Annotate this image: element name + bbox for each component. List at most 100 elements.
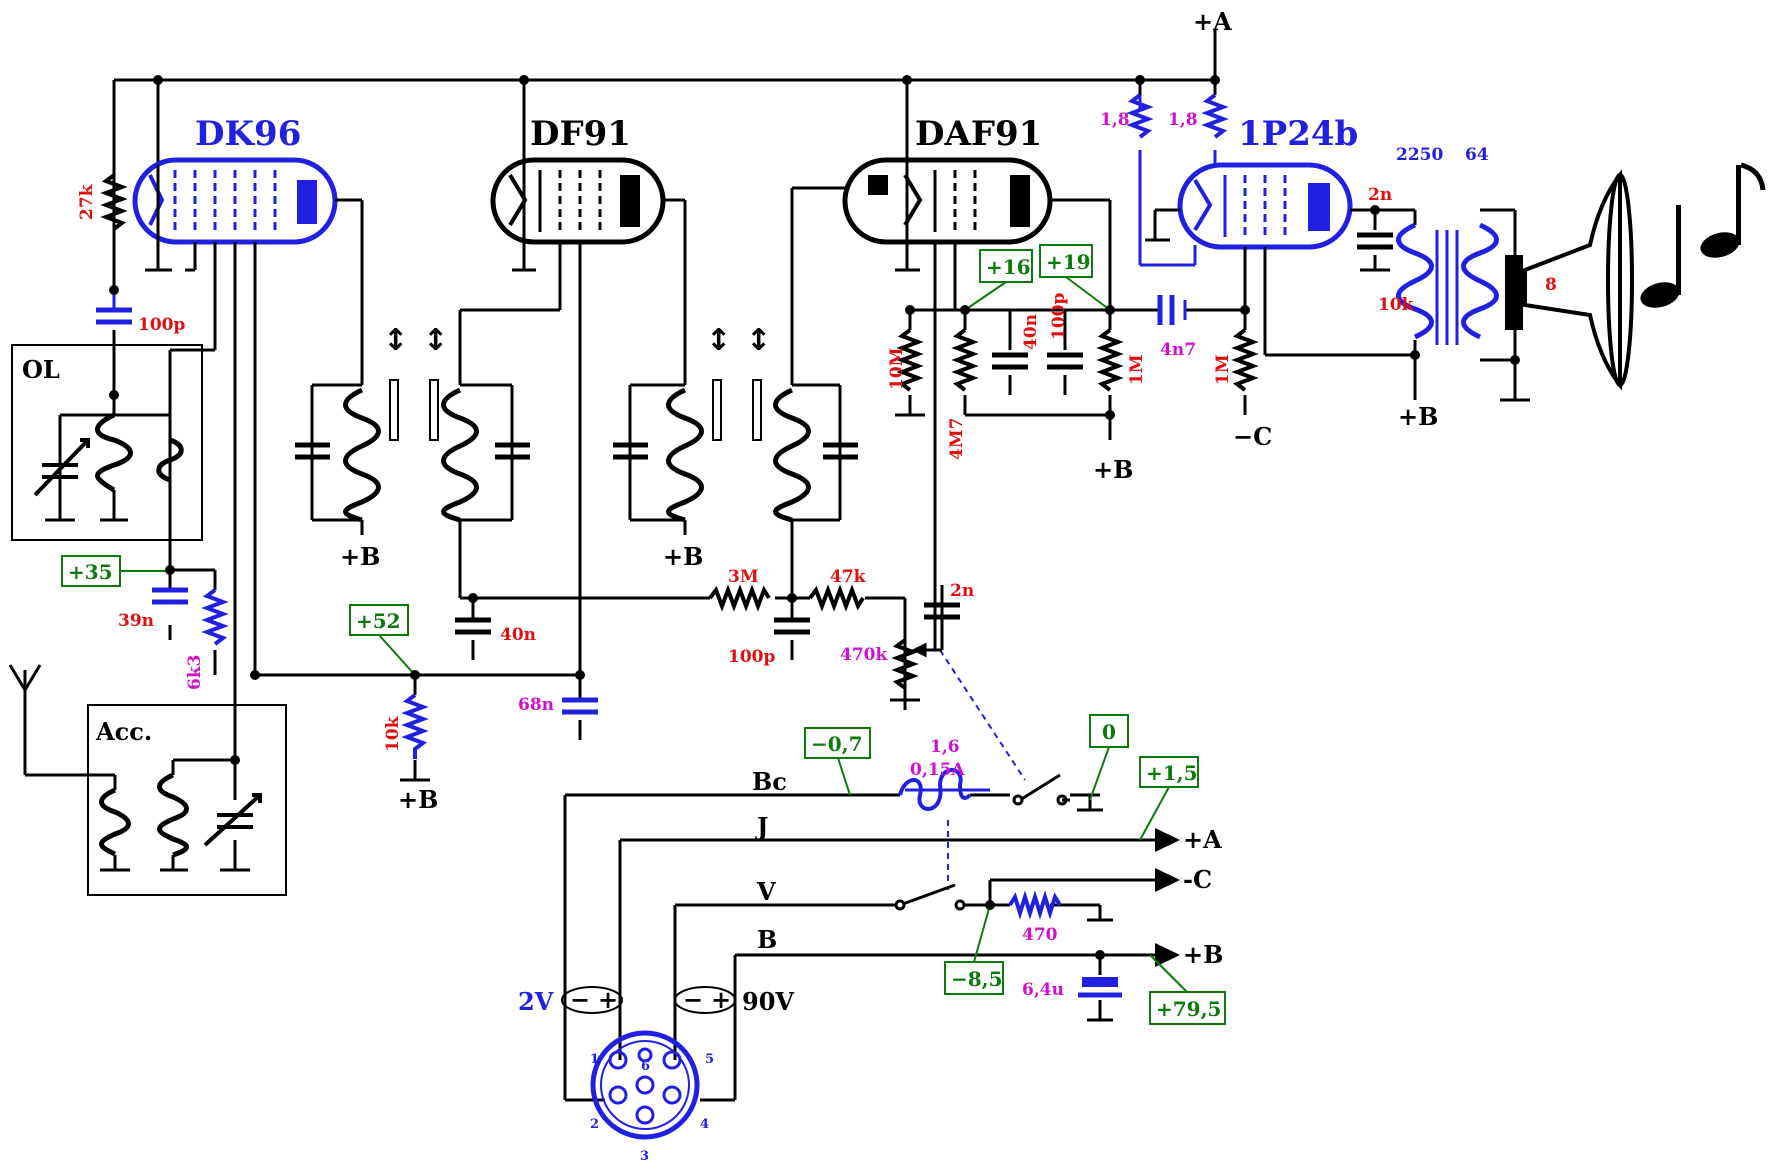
svg-text:4M7: 4M7 [947, 418, 967, 460]
svg-text:47k: 47k [830, 567, 867, 587]
acc-label: Acc. [95, 717, 152, 746]
voltage-minus0-7: −0,7 [811, 732, 863, 756]
svg-text:+B: +B [1093, 455, 1133, 484]
svg-text:1M: 1M [1127, 354, 1147, 385]
svg-text:1,8: 1,8 [1100, 110, 1130, 130]
svg-text:6,4u: 6,4u [1022, 980, 1064, 1000]
voltage-plus52: +52 [356, 609, 401, 633]
battery-90v-label: 90V [742, 987, 794, 1016]
component-labels: 27k 100p 39n 6k3 10k 40n 68n 3M 47k 100p… [77, 110, 1557, 1000]
ol-label: OL [22, 355, 60, 384]
tuning-arrows: ↕↕ ↕↕ [383, 323, 771, 358]
voltage-plus19: +19 [1046, 250, 1091, 274]
svg-text:0,15A: 0,15A [910, 760, 965, 780]
filament-coil [898, 768, 972, 811]
svg-text:100p: 100p [1049, 293, 1069, 340]
output-minus-c: -C [1183, 865, 1212, 894]
svg-text:2: 2 [590, 1117, 599, 1132]
daf91-label: DAF91 [915, 114, 1042, 154]
ol-box [11, 344, 203, 541]
output-plus-b: +B [1183, 940, 1223, 969]
svg-text:↕: ↕ [383, 323, 408, 358]
battery-connector-pins: 1 2 3 4 5 6 [590, 1052, 714, 1164]
rail-labels: +B +B +B +B +B −C +A -C +B [340, 402, 1438, 969]
svg-text:39n: 39n [118, 611, 154, 631]
svg-text:−C: −C [1233, 422, 1272, 451]
svg-text:V: V [756, 877, 776, 906]
dk96-tube [132, 157, 338, 245]
svg-text:470: 470 [1022, 925, 1058, 945]
svg-text:6: 6 [641, 1059, 650, 1074]
svg-text:B: B [757, 925, 777, 954]
wires [23, 165, 1530, 1102]
top-rail [112, 30, 1217, 170]
output-plus-a: +A [1183, 825, 1222, 854]
variable-capacitors [33, 438, 262, 847]
speaker-icon [1505, 169, 1634, 391]
svg-text:6k3: 6k3 [185, 655, 205, 690]
svg-text:+B: +B [1398, 402, 1438, 431]
coils [95, 387, 811, 858]
battery-2v-label: 2V [518, 987, 554, 1016]
power-switches [894, 773, 1070, 911]
1p24b-tube [1177, 162, 1353, 250]
svg-text:↕: ↕ [706, 323, 731, 358]
voltage-plus1-5: +1,5 [1146, 761, 1198, 785]
voltage-plus35: +35 [68, 560, 113, 584]
junction-dots-top [153, 75, 1220, 85]
dk96-label: DK96 [195, 114, 301, 154]
svg-text:1,8: 1,8 [1168, 110, 1198, 130]
output-transformer [1396, 222, 1499, 345]
df91-tube [490, 157, 666, 245]
wire-labels: Bc J V B [752, 767, 787, 954]
svg-text:2n: 2n [1368, 185, 1392, 205]
1p24b-label: 1P24b [1238, 114, 1358, 154]
svg-text:10M: 10M [887, 347, 907, 390]
svg-text:10k: 10k [1378, 295, 1415, 315]
junction-dots [109, 205, 1520, 960]
svg-text:3: 3 [640, 1149, 649, 1164]
svg-text:40n: 40n [1021, 314, 1041, 350]
svg-text:3M: 3M [728, 567, 759, 587]
capacitors [96, 232, 1393, 998]
svg-text:40n: 40n [500, 625, 536, 645]
svg-text:J: J [755, 812, 768, 841]
svg-text:100p: 100p [728, 647, 775, 667]
battery-polarity-labels: − + − + [570, 985, 731, 1014]
svg-text:−: − [683, 985, 703, 1014]
voltage-minus8-5: −8,5 [951, 967, 1003, 991]
svg-text:+: + [711, 985, 731, 1014]
df91-label: DF91 [530, 114, 631, 154]
svg-text:2250: 2250 [1396, 145, 1443, 165]
svg-text:1M: 1M [1213, 354, 1233, 385]
svg-text:2n: 2n [950, 581, 974, 601]
battery-connector [561, 986, 736, 1140]
svg-text:27k: 27k [77, 183, 97, 220]
svg-text:−: − [570, 985, 590, 1014]
pot-wiper [911, 642, 942, 658]
resistors [100, 93, 1259, 920]
arrow-heads [1155, 828, 1180, 967]
svg-text:+B: +B [663, 542, 703, 571]
svg-text:4: 4 [700, 1117, 709, 1132]
svg-text:↕: ↕ [746, 323, 771, 358]
svg-text:4n7: 4n7 [1160, 340, 1196, 360]
svg-text:1: 1 [590, 1052, 599, 1067]
dashed-links [939, 649, 1026, 890]
antenna-icon [8, 664, 42, 691]
svg-text:+B: +B [340, 542, 380, 571]
if-slugs [389, 379, 762, 441]
svg-text:+: + [598, 985, 618, 1014]
svg-text:5: 5 [705, 1052, 714, 1067]
svg-text:64: 64 [1465, 145, 1489, 165]
voltage-box-leaders [120, 276, 1188, 993]
voltage-zero: 0 [1102, 720, 1116, 744]
daf91-tube [842, 157, 1053, 245]
svg-text:1,6: 1,6 [930, 737, 960, 757]
svg-text:+B: +B [398, 785, 438, 814]
acc-box [87, 704, 287, 896]
output-arrows [1140, 831, 1174, 964]
voltage-plus79-5: +79,5 [1156, 997, 1221, 1021]
